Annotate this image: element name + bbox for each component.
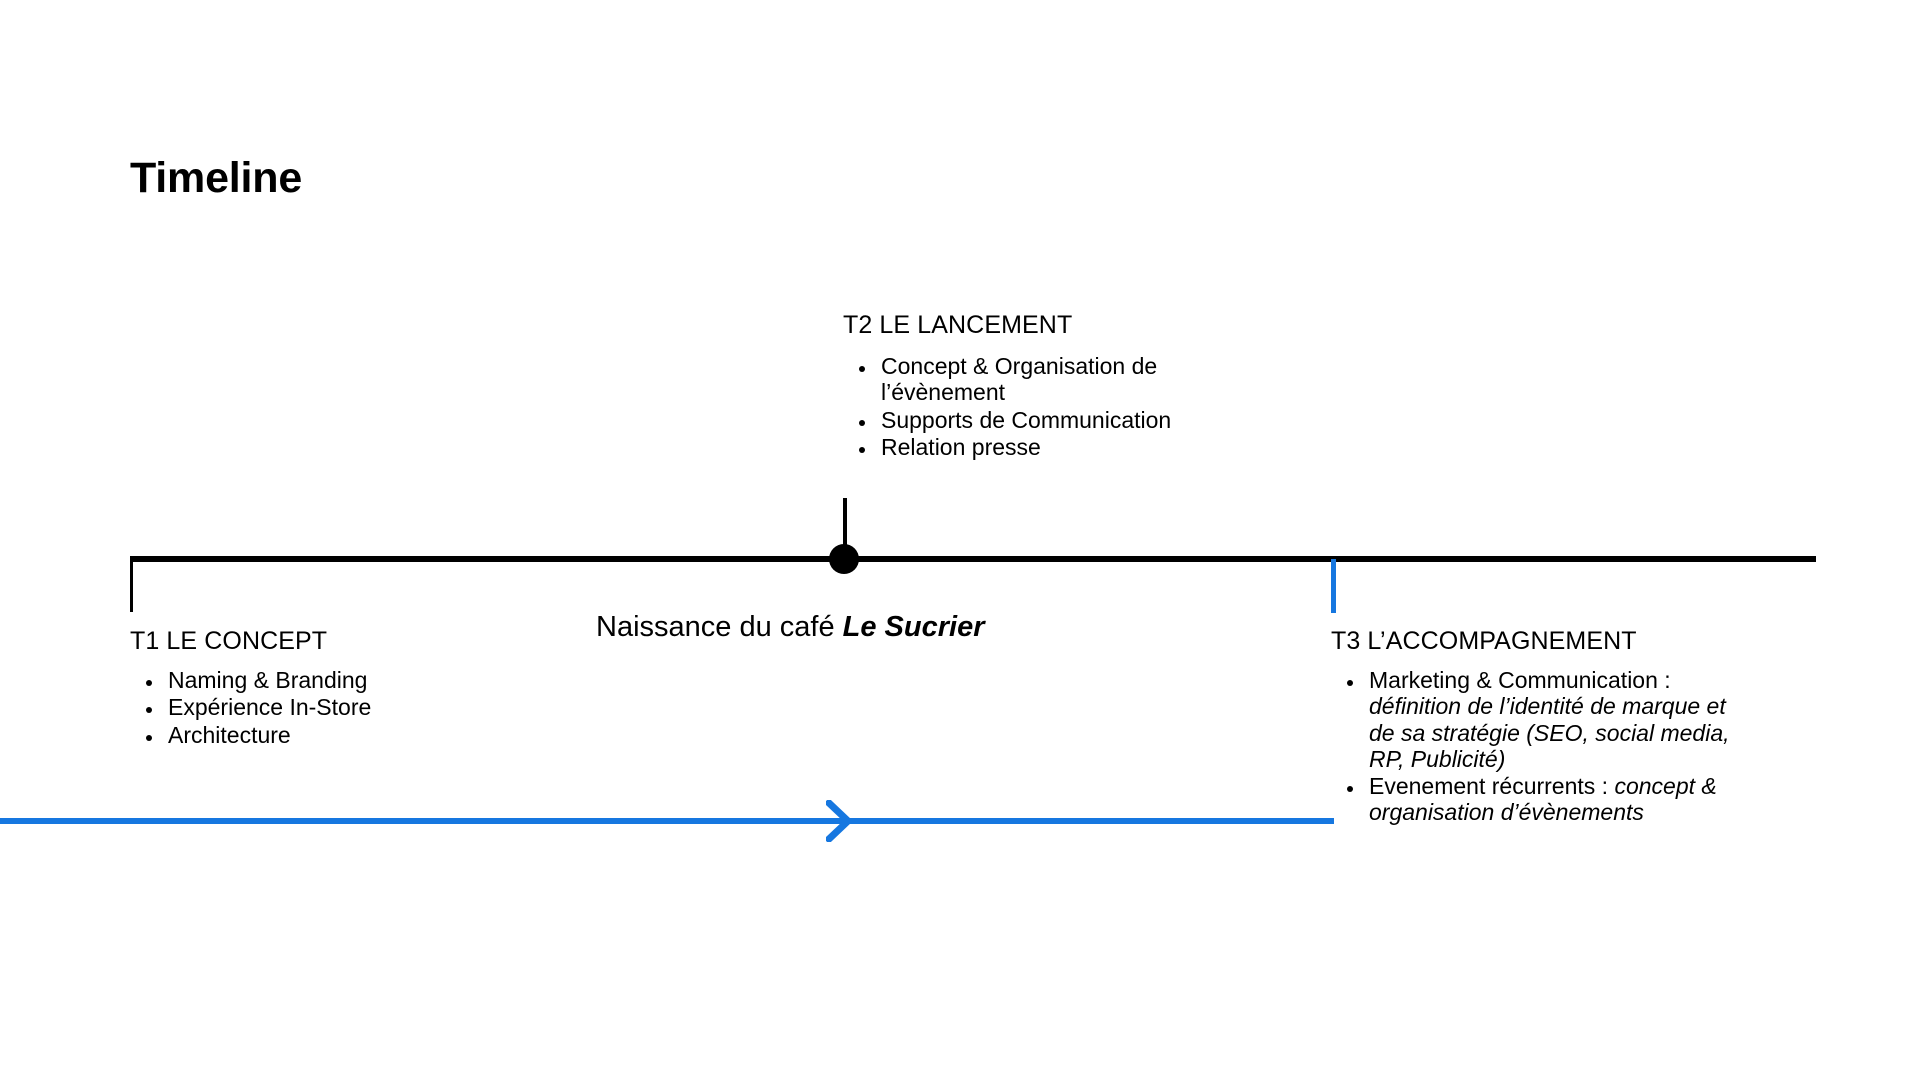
phase-block-t1: T1 LE CONCEPT Naming & Branding Expérien… (130, 626, 490, 749)
phase-heading-t3: T3 L’ACCOMPAGNEMENT (1331, 627, 1637, 655)
list-item-lead: Concept & Organisation de l’évènement (881, 353, 1158, 406)
list-item-emphasis: définition de l’identité de marque et de… (1369, 693, 1730, 772)
milestone-label: Naissance du café Le Sucrier (596, 610, 985, 645)
phase-list-t1: Naming & Branding Expérience In-Store Ar… (130, 667, 490, 748)
list-item: Concept & Organisation de l’évènement (877, 353, 1203, 405)
phase-heading-t2: T2 LE LANCEMENT (843, 311, 1073, 339)
timeline-tick-t1 (130, 556, 133, 612)
progress-arrow-line (0, 818, 1334, 824)
phase-heading-t1: T1 LE CONCEPT (130, 627, 328, 655)
list-item: Expérience In-Store (164, 694, 490, 720)
arrow-right-icon (826, 800, 852, 842)
list-item: Relation presse (877, 434, 1203, 460)
list-item: Evenement récurrents : concept & organis… (1365, 773, 1731, 825)
list-item-emphasis: concept & organisation d’évènements (1369, 773, 1717, 826)
timeline-tick-t2 (843, 498, 847, 560)
phase-block-t3: T3 L’ACCOMPAGNEMENT Marketing & Communic… (1331, 626, 1731, 827)
milestone-brand-name: Le Sucrier (842, 611, 985, 643)
list-item: Architecture (164, 722, 490, 748)
list-item-lead: Expérience In-Store (168, 694, 372, 721)
timeline-dot-icon (829, 544, 859, 574)
list-item-lead: Architecture (168, 721, 291, 748)
list-item-lead: Relation presse (881, 433, 1041, 460)
list-item-lead: Evenement récurrents : (1369, 773, 1615, 800)
list-item: Marketing & Communication : définition d… (1365, 667, 1731, 772)
milestone-label-prefix: Naissance du café (596, 611, 843, 643)
list-item: Supports de Communication (877, 407, 1203, 433)
phase-list-t2: Concept & Organisation de l’évènement Su… (843, 353, 1203, 460)
list-item-lead: Marketing & Communication : (1369, 667, 1671, 694)
timeline-tick-t3 (1331, 559, 1336, 613)
phase-block-t2: T2 LE LANCEMENT Concept & Organisation d… (843, 310, 1203, 461)
phase-list-t3: Marketing & Communication : définition d… (1331, 667, 1731, 825)
page-title: Timeline (130, 153, 303, 202)
list-item-lead: Supports de Communication (881, 406, 1172, 433)
timeline-axis (130, 556, 1816, 562)
list-item-lead: Naming & Branding (168, 667, 368, 694)
list-item: Naming & Branding (164, 667, 490, 693)
